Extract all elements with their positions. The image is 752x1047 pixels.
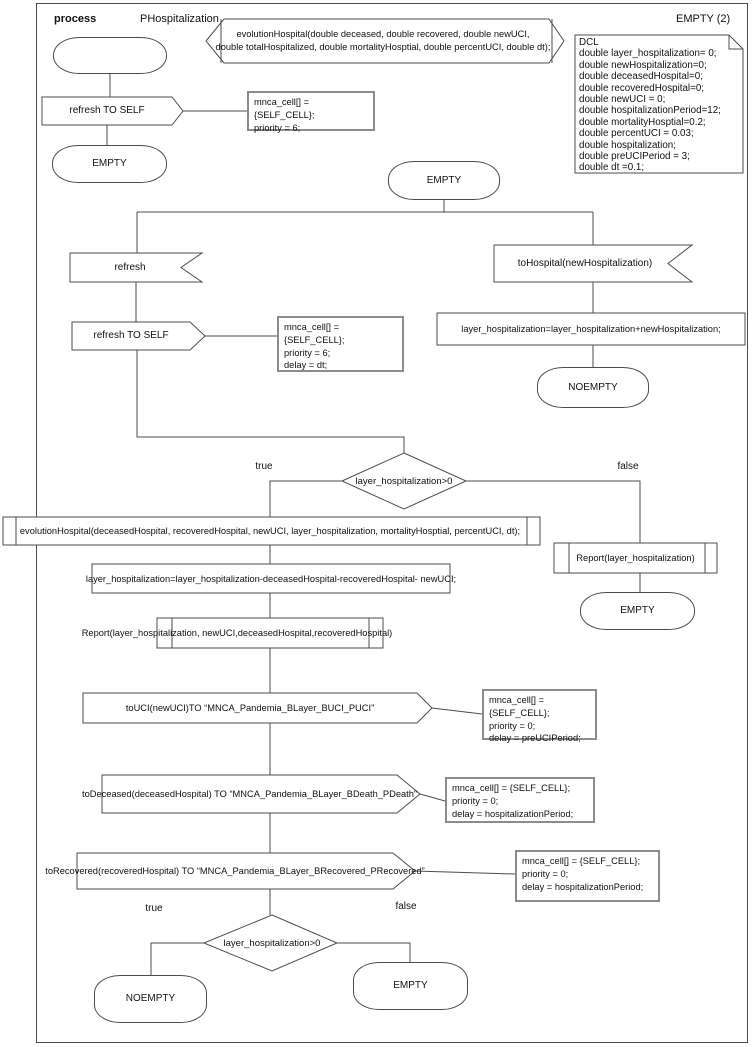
decision2-shape bbox=[202, 914, 339, 972]
dcl-note-fold bbox=[728, 35, 743, 50]
comment-connectors bbox=[414, 707, 516, 875]
state-empty-1-label: EMPTY bbox=[92, 158, 127, 169]
receive-tohospital-shape bbox=[493, 244, 694, 283]
send-refresh-self-shape-1 bbox=[41, 96, 184, 126]
send-todeceased-shape bbox=[101, 774, 421, 814]
call-report-false-shape bbox=[553, 542, 718, 574]
process-keyword: process bbox=[54, 13, 97, 25]
decision2-label: layer_hospitalization>0 bbox=[223, 937, 321, 949]
comment-todeceased: mnca_cell[] = {SELF_CELL}; priority = 0;… bbox=[445, 777, 595, 823]
comment-torecovered: mnca_cell[] = {SELF_CELL}; priority = 0;… bbox=[515, 850, 660, 902]
send-refresh-self-label-2: refresh TO SELF bbox=[93, 330, 169, 341]
task-add-label: layer_hospitalization=layer_hospitalizat… bbox=[461, 324, 721, 334]
call-report-label: Report(layer_hospitalization, newUCI,dec… bbox=[81, 628, 393, 638]
signal-signature-shape bbox=[205, 18, 565, 64]
state-empty-1: EMPTY bbox=[52, 145, 167, 183]
receive-tohospital-label: toHospital(newHospitalization) bbox=[517, 257, 653, 269]
state-empty-false: EMPTY bbox=[580, 592, 695, 630]
dcl-note-shape bbox=[574, 34, 744, 174]
state-empty-end-label: EMPTY bbox=[393, 980, 428, 991]
send-todeceased-label: toDeceased(deceasedHospital) TO “MNCA_Pa… bbox=[81, 789, 418, 799]
decision1-label: layer_hospitalization>0 bbox=[355, 475, 453, 487]
process-name: PHospitalization bbox=[140, 13, 219, 25]
state-empty-false-label: EMPTY bbox=[620, 605, 655, 616]
state-noempty-end-label: NOEMPTY bbox=[125, 993, 176, 1004]
state-header: EMPTY (2) bbox=[676, 13, 731, 25]
send-touci-shape bbox=[82, 692, 433, 724]
send-refresh-self-shape-2 bbox=[71, 321, 206, 351]
signal-signature-text: evolutionHospital(double deceased, doubl… bbox=[215, 28, 551, 52]
state-empty-top: EMPTY bbox=[388, 161, 500, 200]
comment-refresh-2: mnca_cell[] = {SELF_CELL}; priority = 6;… bbox=[277, 316, 404, 372]
state-noempty-end: NOEMPTY bbox=[94, 975, 207, 1023]
receive-refresh-shape bbox=[69, 252, 204, 283]
decision1-shape bbox=[340, 452, 468, 510]
send-touci-label: toUCI(newUCI)TO “MNCA_Pandemia_BLayer_BU… bbox=[125, 703, 375, 713]
task-add-shape bbox=[436, 312, 746, 346]
task-sub-label: layer_hospitalization=layer_hospitalizat… bbox=[85, 573, 457, 584]
call-evolution-shape bbox=[2, 516, 541, 546]
receive-refresh-label: refresh bbox=[114, 261, 146, 273]
state-empty-end: EMPTY bbox=[353, 962, 468, 1010]
state-noempty-right-label: NOEMPTY bbox=[568, 381, 618, 393]
comment-touci: mnca_cell[] = {SELF_CELL}; priority = 0;… bbox=[482, 689, 597, 743]
state-noempty-right: NOEMPTY bbox=[537, 367, 649, 408]
send-torecovered-shape bbox=[76, 852, 416, 890]
decision2-false-label: false bbox=[395, 901, 417, 912]
call-report-false-label: Report(layer_hospitalization) bbox=[576, 553, 695, 563]
send-refresh-self-label-1: refresh TO SELF bbox=[69, 105, 145, 116]
decision1-true-label: true bbox=[255, 461, 273, 472]
start-state bbox=[53, 37, 167, 74]
decision1-false-label: false bbox=[617, 461, 639, 472]
comment-refresh-1: mnca_cell[] = {SELF_CELL}; priority = 6; bbox=[247, 91, 375, 133]
call-evolution-label: evolutionHospital(deceasedHospital, reco… bbox=[19, 526, 521, 536]
state-empty-top-label: EMPTY bbox=[426, 174, 462, 186]
send-torecovered-label: toRecovered(recoveredHospital) TO “MNCA_… bbox=[45, 866, 425, 876]
flow-lines bbox=[106, 74, 641, 975]
task-sub-shape bbox=[91, 563, 451, 594]
call-report-shape bbox=[156, 617, 384, 649]
decision2-true-label: true bbox=[145, 903, 163, 914]
dcl-declarations: DCL double layer_hospitalization= 0; dou… bbox=[579, 37, 721, 174]
